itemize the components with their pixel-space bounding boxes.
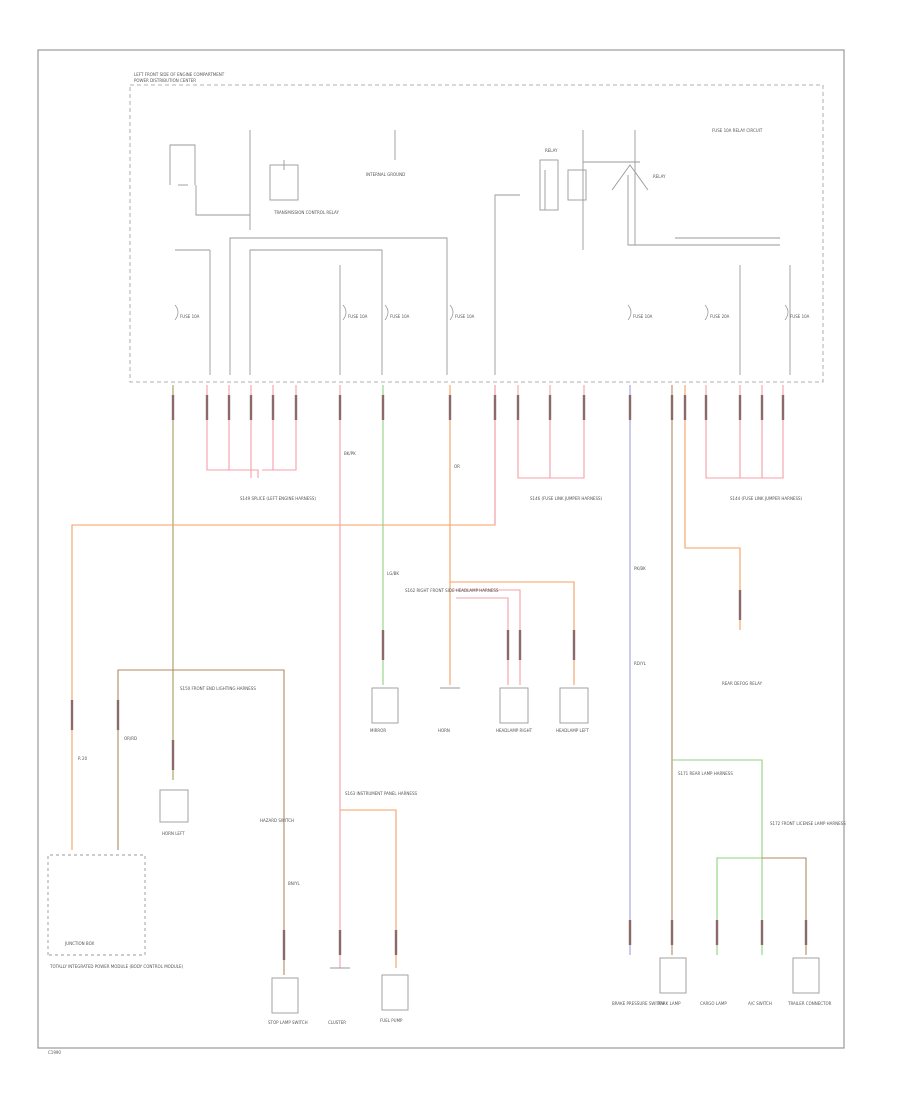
wire-code-label: OR/RD	[124, 736, 137, 741]
wire-pink	[705, 385, 784, 479]
components	[47, 687, 820, 1014]
stoplamp-box	[271, 977, 299, 1014]
wire-orange-right	[684, 385, 741, 630]
splice-front-label: S150 FRONT END LIGHTING HARNESS	[180, 686, 256, 691]
splice-bottom-label: S172 FRONT LICENSE LAMP HARNESS	[770, 821, 846, 826]
wire-code-label: BK/PK	[344, 451, 356, 456]
wire-pink-h	[453, 589, 521, 685]
wire-brown-right2	[762, 857, 807, 955]
horn-left-box	[159, 789, 189, 823]
cluster-label: CLUSTER	[328, 1020, 346, 1025]
wire-code-label: LG/BK	[387, 571, 399, 576]
trailer-box	[792, 957, 820, 994]
internal-ground-label: INTERNAL GROUND	[366, 172, 405, 177]
pdc-title-line2: POWER DISTRIBUTION CENTER	[134, 78, 196, 83]
headlamp-right-label: HEADLAMP RIGHT	[496, 728, 533, 733]
hazard-label: HAZARD SWITCH	[260, 818, 294, 823]
fuse-symbol	[627, 304, 632, 321]
ac-switch-label: A/C SWITCH	[748, 1001, 772, 1006]
connector-pins	[70, 395, 808, 960]
fuse-label-5: FUSE 10A	[633, 314, 653, 319]
transmission-relay-label: TRANSMISSION CONTROL RELAY	[273, 210, 339, 215]
pdc-box	[129, 84, 824, 383]
pdc-internals	[169, 130, 791, 375]
wire-code-label: OR	[454, 464, 460, 469]
fuse-group	[174, 304, 789, 321]
splice-mid-label: S146 (FUSE LINK JUMPER HARNESS)	[530, 496, 603, 501]
fuse-label-4: FUSE 10A	[455, 314, 475, 319]
fuse-symbol	[784, 304, 789, 321]
cargo-lamp-label: CARGO LAMP	[700, 1001, 727, 1006]
junction-box-label: JUNCTION BOX	[64, 941, 94, 946]
stoplamp-label: STOP LAMP SWITCH	[268, 1020, 308, 1025]
page-border	[37, 49, 845, 1049]
pdc-title-line1: LEFT FRONT SIDE OF ENGINE COMPARTMENT	[134, 72, 225, 77]
fuse-symbol	[384, 304, 389, 321]
wire-green-right	[672, 759, 763, 955]
headlamp-right-box	[499, 687, 529, 724]
headlamp-left-label: HEADLAMP LEFT	[556, 728, 590, 733]
wire-pink	[262, 385, 274, 471]
rear-defog-label: REAR DEFOG RELAY	[722, 681, 763, 686]
fuse-note-label: FUSE 10A RELAY CIRCUIT	[712, 128, 763, 133]
wire-orange-cluster	[340, 809, 397, 968]
park-lamp-label: PARK LAMP	[658, 1001, 681, 1006]
fuel-pump-box	[381, 974, 409, 1011]
horn-label: HORN	[438, 728, 450, 733]
mirror-label: MIRROR	[370, 728, 386, 733]
fuse-label-6: FUSE 20A	[710, 314, 730, 319]
power-module-label: TOTALLY INTEGRATED POWER MODULE (BODY CO…	[49, 964, 184, 969]
fuse-label-7: FUSE 10A	[790, 314, 810, 319]
headlamp-left-box	[559, 687, 589, 724]
brake-label: BRAKE PRESSURE SWITCH	[612, 1001, 665, 1006]
fuse-symbol	[174, 304, 179, 321]
footer-code: C1990	[48, 1050, 61, 1055]
splice-rear-label: S171 REAR LAMP HARNESS	[678, 771, 733, 776]
mirror-box	[371, 687, 399, 724]
junction-box	[47, 854, 146, 956]
wire-code-label: PK/BK	[634, 566, 646, 571]
fuse-label-3: FUSE 10A	[390, 314, 410, 319]
fuse-symbol	[342, 304, 347, 321]
wire-code-label: R 20	[78, 756, 88, 761]
wire-pink-h	[456, 597, 509, 685]
wire-group	[71, 385, 807, 975]
fuel-pump-label: FUEL PUMP	[380, 1018, 403, 1023]
fuse-label-1: FUSE 10A	[180, 314, 200, 319]
park-lamp-box	[659, 957, 687, 994]
splice-left-label: S149 SPLICE (LEFT ENGINE HARNESS)	[240, 496, 316, 501]
wire-green-right	[716, 857, 762, 955]
trailer-label: TRAILER CONNECTOR	[787, 1001, 832, 1006]
wire-code-label: BN/YL	[288, 881, 301, 886]
splice-horn-label: S162 RIGHT FRONT SIDE HEADLAMP HARNESS	[405, 588, 499, 593]
splice-cluster-label: S163 INSTRUMENT PANEL HARNESS	[345, 791, 417, 796]
wire-code-label: RD/YL	[634, 661, 647, 666]
wire-pink	[517, 385, 585, 479]
fuse-symbol	[449, 304, 454, 321]
wire-brown	[117, 669, 285, 975]
relay-center-label: RELAY	[545, 148, 558, 153]
splice-right-label: S144 (FUSE LINK JUMPER HARNESS)	[730, 496, 803, 501]
relay-right-label: RELAY	[653, 174, 666, 179]
fuse-label-2: FUSE 10A	[348, 314, 368, 319]
horn-left-label: HORN LEFT	[162, 831, 185, 836]
fuse-symbol	[704, 304, 709, 321]
wire-pink	[228, 385, 245, 471]
